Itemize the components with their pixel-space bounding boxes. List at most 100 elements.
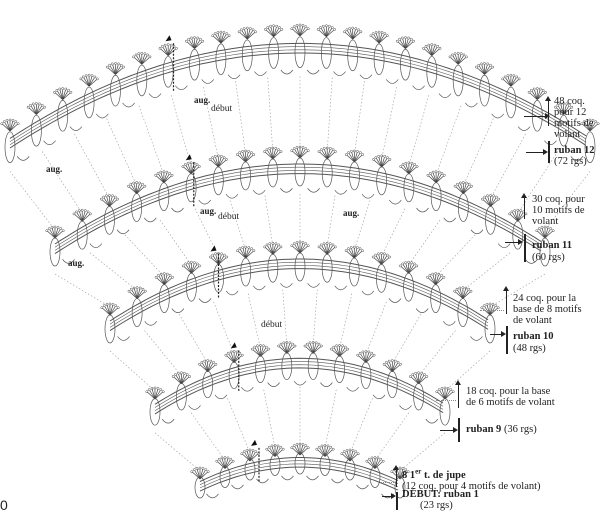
ribbon-line: [109, 265, 489, 328]
start-marker: [251, 439, 257, 446]
row-10-ribbon-pointer: [490, 331, 506, 337]
connector-line: [490, 133, 526, 199]
row-12-bracket: [548, 141, 550, 163]
corner-glyph: 0: [0, 497, 8, 513]
aug-label: aug.: [68, 258, 85, 268]
connector-line: [159, 219, 192, 266]
shell-motif: [72, 208, 103, 250]
connector-line: [263, 389, 276, 449]
connector-line: [462, 252, 511, 291]
connector-line: [326, 77, 333, 152]
shell-motif: [215, 456, 244, 490]
row-12-note: 48 coq. pour 12 motifs de volant: [554, 96, 594, 140]
shell-motif: [303, 341, 333, 387]
shell-motif: [0, 118, 30, 163]
connector-line: [247, 293, 261, 349]
shell-motif: [535, 225, 555, 267]
row-9-dotted-leader: [436, 400, 456, 401]
debut-label: début: [211, 104, 233, 114]
debut-label: début: [218, 212, 240, 222]
ribbon-line: [199, 466, 399, 492]
connector-line: [374, 412, 409, 461]
row-12-pointer: [524, 113, 550, 119]
row-10-bracket: [506, 326, 508, 354]
row-1-ribbon-pointer: [382, 493, 396, 499]
shell-motif: [154, 272, 185, 313]
shell-motif: [426, 272, 456, 326]
connector-line: [353, 200, 371, 251]
connector-line: [408, 95, 430, 166]
connector-line: [229, 200, 247, 251]
connector-line: [392, 313, 422, 364]
connector-line: [235, 81, 246, 154]
shell-motif: [224, 350, 254, 392]
row-1-dotted-leader: [380, 482, 394, 483]
row-9-ribbon: ruban 9 (36 rgs): [466, 424, 537, 435]
shell-motif: [453, 181, 484, 235]
connector-line: [227, 398, 251, 454]
connector-line: [109, 350, 156, 392]
connector-line: [267, 77, 274, 152]
ribbon-line: [199, 460, 399, 485]
shell-motif: [45, 225, 75, 267]
shell-motif: [317, 241, 347, 291]
row-11-ribbon-pointer: [505, 239, 523, 245]
row-11-ribbon: ruban 11: [532, 240, 572, 251]
connector-line: [154, 432, 201, 472]
connector-line: [354, 81, 365, 154]
shell-motif: [344, 245, 375, 296]
shell-motif: [475, 62, 505, 119]
shell-motif: [211, 30, 241, 80]
connector-line: [54, 273, 111, 308]
row-1-bracket: [396, 492, 398, 510]
aug-label: aug.: [194, 95, 211, 105]
shell-motif: [435, 386, 455, 426]
shell-motif: [236, 149, 266, 195]
shell-motif: [501, 73, 531, 131]
connector-line: [365, 301, 387, 355]
connector-line: [339, 293, 353, 349]
shell-motif: [369, 30, 399, 84]
connector-line: [191, 412, 226, 461]
ribbon-line: [54, 170, 542, 251]
row-9-ribbon-pointer: [440, 427, 458, 433]
connector-line: [9, 171, 56, 231]
row-12-ribbon-pointer: [526, 149, 548, 155]
row-11-note: 30 coq. pour 10 motifs de volant: [532, 194, 585, 227]
row-9-note: 18 coq. pour la base de 6 motifs de vola…: [466, 386, 555, 408]
shell-motif: [316, 24, 346, 76]
ribbon-line: [9, 46, 587, 142]
shell-motif: [395, 36, 425, 91]
ribbon-line: [54, 163, 542, 245]
shell-motif: [208, 154, 239, 199]
shell-motif: [365, 456, 394, 499]
shell-motif: [237, 26, 267, 76]
shell-motif: [290, 145, 320, 193]
connector-line: [41, 151, 83, 214]
shell-motif: [422, 43, 452, 98]
start-marker: [165, 35, 172, 42]
shell-motif: [399, 161, 429, 213]
debut-label: début: [261, 320, 283, 330]
shell-motif: [145, 386, 175, 426]
row-1-height-arrow: [393, 465, 399, 487]
shell-motif: [290, 240, 320, 288]
row-11-bracket: [524, 234, 526, 262]
connector-line: [106, 118, 137, 186]
connector-line: [489, 273, 546, 308]
row-1-count: (23 rgs): [420, 500, 453, 511]
connector-line: [138, 105, 165, 175]
shell-motif: [343, 26, 373, 80]
aug-label: aug.: [200, 206, 217, 216]
shell-motif: [480, 302, 500, 344]
connector-line: [435, 105, 462, 175]
ribbon-line: [154, 367, 444, 415]
shell-motif: [290, 23, 320, 75]
ribbon-line: [9, 49, 587, 146]
ribbon-line: [109, 261, 489, 325]
shell-motif: [171, 371, 201, 411]
row-9-height-arrow: [455, 380, 461, 408]
ribbon-line: [109, 258, 489, 322]
shell-motif: [453, 286, 483, 341]
